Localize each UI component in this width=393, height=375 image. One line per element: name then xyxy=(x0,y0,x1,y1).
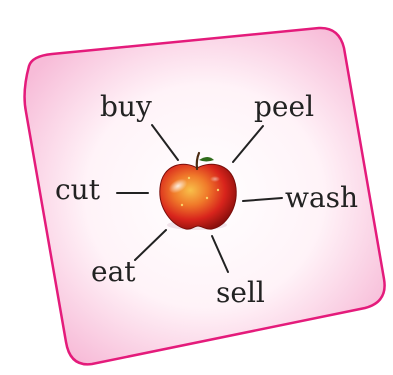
word-sell: sell xyxy=(216,279,265,307)
word-peel: peel xyxy=(254,93,314,121)
word-eat: eat xyxy=(91,258,136,286)
word-wash: wash xyxy=(285,184,358,212)
word-cut: cut xyxy=(55,176,100,204)
word-buy: buy xyxy=(100,93,152,121)
